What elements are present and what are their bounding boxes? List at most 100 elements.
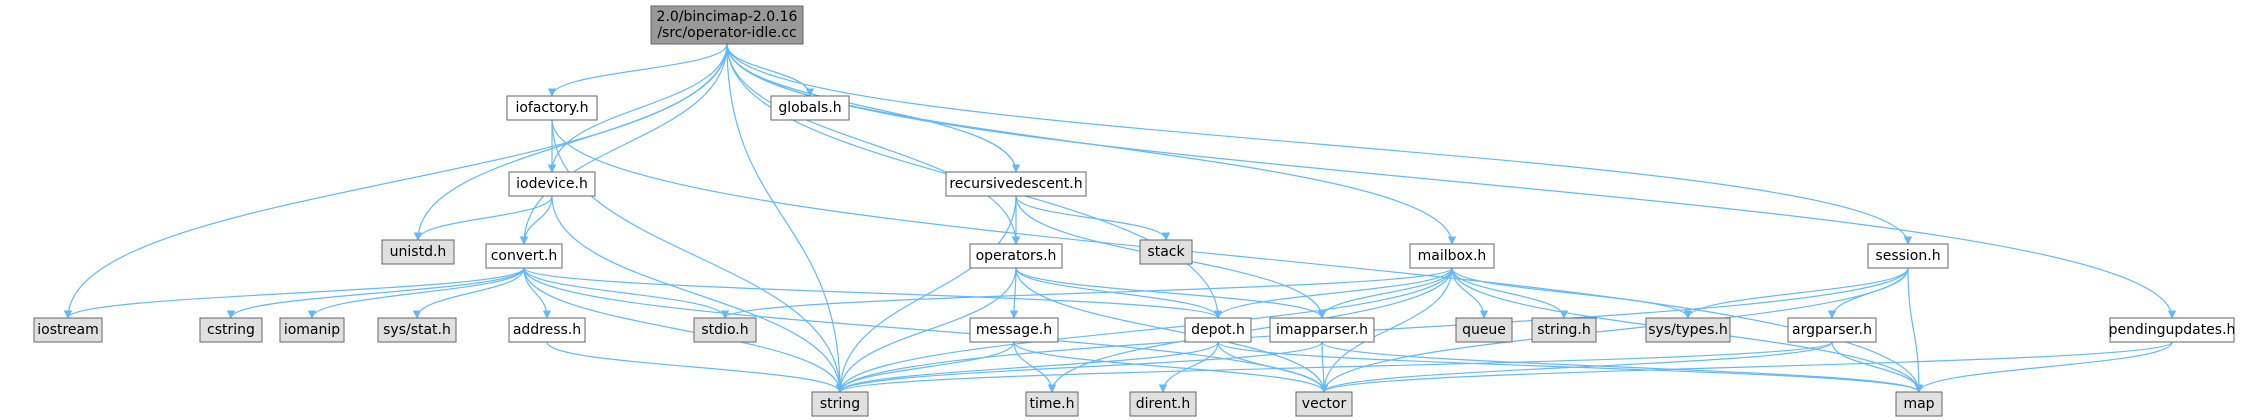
node-vector-box [1295, 391, 1353, 417]
node-session[interactable]: session.h [1867, 243, 1949, 269]
edge-depot-to-dirent [1158, 341, 1219, 393]
node-stdio-label: stdio.h [701, 322, 748, 338]
node-stack-label: stack [1147, 244, 1185, 260]
node-iodevice-box [508, 171, 596, 197]
node-depot-label: depot.h [1191, 322, 1245, 338]
node-iomanip: iomanip [279, 317, 345, 343]
edge-convert-to-string [523, 267, 845, 393]
edge-root-to-iofactory [547, 43, 728, 97]
node-stringh-label: string.h [1537, 322, 1591, 338]
node-argparser-label: argparser.h [1792, 322, 1872, 338]
edge-convert-to-address [523, 267, 552, 319]
node-iostream-label: iostream [37, 322, 99, 338]
node-iofactory[interactable]: iofactory.h [506, 95, 598, 121]
edge-argparser-to-string [836, 341, 1833, 393]
node-convert[interactable]: convert.h [485, 243, 563, 269]
node-message[interactable]: message.h [969, 317, 1059, 343]
edge-operators-to-depot [1015, 267, 1223, 319]
node-root-label: /src/operator-idle.cc [657, 25, 796, 41]
node-pendingupdates-box [2109, 317, 2235, 343]
node-map-box [1895, 391, 1943, 417]
node-dirent: dirent.h [1129, 391, 1197, 417]
node-globals[interactable]: globals.h [770, 95, 850, 121]
node-recursivedescent[interactable]: recursivedescent.h [945, 171, 1087, 197]
node-iomanip-box [279, 317, 345, 343]
node-pendingupdates-label: pendingupdates.h [2109, 322, 2236, 338]
edge-mailbox-to-queue [1451, 267, 1489, 319]
node-iodevice[interactable]: iodevice.h [508, 171, 596, 197]
node-map: map [1895, 391, 1943, 417]
edge-address-to-string [546, 341, 845, 393]
node-systypes-label: sys/types.h [1648, 322, 1727, 338]
node-stack: stack [1139, 239, 1193, 265]
node-message-label: message.h [976, 322, 1052, 338]
edge-iofactory-to-string [551, 119, 845, 393]
node-dirent-box [1129, 391, 1197, 417]
node-queue-box [1455, 317, 1513, 343]
edge-recursivedescent-to-stack [1015, 195, 1171, 241]
node-iostream: iostream [33, 317, 103, 343]
node-imapparser-label: imapparser.h [1276, 322, 1368, 338]
edge-mailbox-to-stdio [721, 267, 1453, 319]
node-recursivedescent-label: recursivedescent.h [949, 176, 1082, 192]
node-unistd: unistd.h [381, 239, 455, 265]
node-cstring-label: cstring [207, 322, 255, 338]
node-globals-label: globals.h [778, 100, 841, 116]
edge-mailbox-to-systypes [1451, 267, 1693, 319]
edge-root-to-convert [519, 43, 728, 245]
edge-pendingupdates-to-vector [1320, 341, 2173, 393]
edge-root-to-iodevice [547, 43, 728, 173]
node-unistd-box [381, 239, 455, 265]
node-iofactory-box [506, 95, 598, 121]
node-session-box [1867, 243, 1949, 269]
node-iostream-box [33, 317, 103, 343]
node-convert-label: convert.h [491, 248, 558, 264]
node-string-box [811, 391, 869, 417]
node-mailbox-box [1409, 243, 1495, 269]
node-cstring: cstring [199, 317, 263, 343]
node-depot-box [1184, 317, 1252, 343]
node-operators[interactable]: operators.h [969, 243, 1063, 269]
edge-convert-to-iomanip [307, 267, 525, 319]
edge-root-to-session [726, 43, 1913, 245]
node-systypes-box [1645, 317, 1731, 343]
node-imapparser[interactable]: imapparser.h [1269, 317, 1375, 343]
node-root[interactable]: 2.0/bincimap-2.0.16/src/operator-idle.cc [650, 5, 804, 45]
edge-depot-to-vector [1217, 341, 1329, 393]
node-stringh-box [1531, 317, 1597, 343]
node-operators-label: operators.h [976, 248, 1057, 264]
node-address-box [508, 317, 586, 343]
node-argparser[interactable]: argparser.h [1787, 317, 1877, 343]
node-cstring-box [199, 317, 263, 343]
edge-operators-to-vector [1015, 267, 1329, 393]
edge-root-to-iostream [63, 43, 728, 319]
edge-mailbox-to-depot [1213, 267, 1453, 319]
edge-iofactory-to-map [551, 119, 1924, 393]
node-stringh: string.h [1531, 317, 1597, 343]
edge-convert-to-sysstat [412, 267, 525, 319]
node-systypes: sys/types.h [1645, 317, 1731, 343]
edge-mailbox-to-string [835, 267, 1453, 393]
edges [63, 43, 2177, 393]
edge-session-to-systypes [1683, 267, 1909, 319]
edge-operators-to-imapparser [1015, 267, 1327, 319]
edge-argparser-to-map [1831, 341, 1924, 393]
node-iodevice-label: iodevice.h [516, 176, 588, 192]
edge-iodevice-to-string [551, 195, 845, 393]
node-timeh-label: time.h [1030, 396, 1075, 412]
edge-pendingupdates-to-map [1914, 341, 2173, 393]
node-timeh: time.h [1025, 391, 1079, 417]
node-mailbox[interactable]: mailbox.h [1409, 243, 1495, 269]
edge-imapparser-to-map [1321, 341, 1924, 393]
node-depot[interactable]: depot.h [1184, 317, 1252, 343]
node-address-label: address.h [513, 322, 581, 338]
node-vector: vector [1295, 391, 1353, 417]
node-stdio-box [693, 317, 757, 343]
node-queue-label: queue [1462, 322, 1506, 338]
node-imapparser-box [1269, 317, 1375, 343]
node-pendingupdates[interactable]: pendingupdates.h [2109, 317, 2236, 343]
node-stdio: stdio.h [693, 317, 757, 343]
node-message-box [969, 317, 1059, 343]
node-address[interactable]: address.h [508, 317, 586, 343]
